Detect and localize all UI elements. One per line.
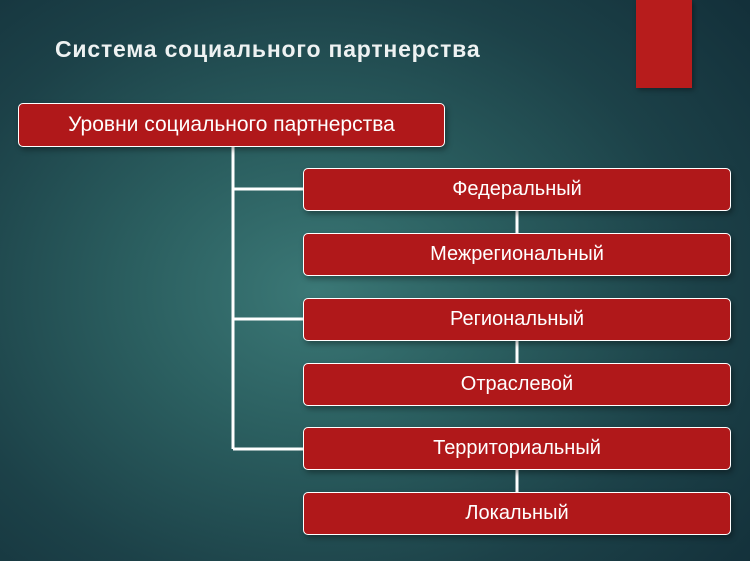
level-box-interregional: Межрегиональный <box>303 233 731 276</box>
level-box-territorial: Территориальный <box>303 427 731 470</box>
level-box-regional: Региональный <box>303 298 731 341</box>
level-box-local: Локальный <box>303 492 731 535</box>
accent-bar <box>636 0 692 88</box>
root-box: Уровни социального партнерства <box>18 103 445 147</box>
slide-title: Система социального партнерства <box>55 36 481 62</box>
level-box-federal: Федеральный <box>303 168 731 211</box>
level-box-sectoral: Отраслевой <box>303 363 731 406</box>
